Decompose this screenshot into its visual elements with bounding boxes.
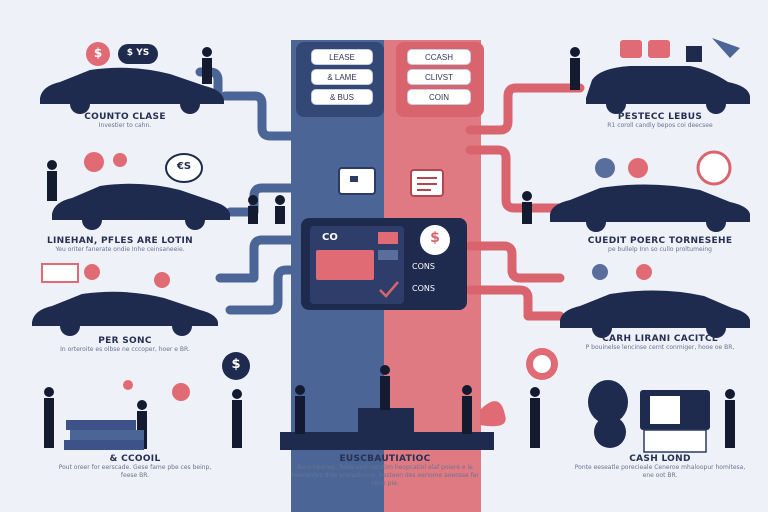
car-icon-top-right <box>586 66 750 114</box>
dollar-bubble-text-2: $ YS <box>126 48 150 58</box>
dollar-label-bubble <box>118 44 158 64</box>
cash-item-2: CLIVST <box>408 70 470 84</box>
section-bottom-right-sub: Ponte eeseatle porecieale Ceneroe mhaloo… <box>574 464 746 479</box>
car-icon-top-left <box>40 67 224 114</box>
car-icon-lower-left <box>32 291 218 336</box>
car-icon-lower-right <box>560 290 750 338</box>
section-bottom-left-sub: Pout oreer for eerscade. Gese fame pbe c… <box>58 464 212 479</box>
car-icon-mid-left <box>52 183 230 230</box>
cash-item-3: COIN <box>408 90 470 104</box>
section-top-right-sub: R1 coroll candly bepos coi deecsee <box>607 122 713 129</box>
dollar-circle-icon <box>222 352 250 380</box>
chat-bubble-icon <box>696 150 732 186</box>
section-bottom-left: & CCOOIL Pout oreer for eerscade. Gese f… <box>50 454 220 480</box>
speech-bubble-icon <box>165 153 203 183</box>
right-flow-paths <box>465 83 585 321</box>
section-lower-right: CARH LIRANI CACITCL P bouinelse lencinse… <box>570 334 750 352</box>
section-lower-left-title: PER SONC <box>98 336 152 346</box>
dollar-bubble-text-1: $ <box>93 46 103 60</box>
section-bottom-right: CASH LOND Ponte eeseatle porecieale Cene… <box>570 454 750 480</box>
dollar-bubble-icon <box>86 42 110 66</box>
section-top-right: PESTECC LEBUS R1 coroll candly bepos coi… <box>570 112 750 130</box>
dollar-coin-center <box>420 225 450 255</box>
section-bottom-mid-sub: Bero heenep, fiooe and cocatim heopcatio… <box>291 464 479 487</box>
podium-base <box>280 432 494 450</box>
podium-top <box>358 408 414 434</box>
section-bottom-right-title: CASH LOND <box>629 454 691 464</box>
section-top-left-title: COUNTO CLASE <box>84 112 166 122</box>
comparison-swatch-red <box>316 250 374 280</box>
dollar-circle-text: $ <box>231 357 241 372</box>
section-lower-right-sub: P bouinelse lencinse cernt conmiger, hoo… <box>585 344 735 351</box>
section-lower-right-title: CARH LIRANI CACITCL <box>602 334 718 344</box>
money-stack-icon <box>64 420 144 450</box>
money-bag-icon <box>588 380 628 448</box>
comparison-title: CO <box>322 232 338 243</box>
section-top-left-sub: Investier to cahn. <box>98 122 152 129</box>
lease-item-1: LEASE <box>312 50 372 64</box>
lease-item-2: & LAME <box>312 70 372 84</box>
section-top-right-title: PESTECC LEBUS <box>617 112 703 122</box>
section-top-left: COUNTO CLASE Investier to cahn. <box>40 112 210 130</box>
section-mid-left-sub: Yeu oriter fanerate ondie Inhe ceinsanee… <box>55 246 185 253</box>
section-bottom-mid: EUSCBAUTIATIOC Bero heenep, fiooe and co… <box>290 454 480 488</box>
dollar-symbol-center: $ <box>430 230 440 246</box>
section-lower-left: PER SONC In orteroite es olbse ne cccope… <box>40 336 210 354</box>
section-mid-left: LINEHAN, PFLES ARE LOTIN Yeu oriter fane… <box>20 236 220 254</box>
euro-bubble-text: €S <box>176 161 192 172</box>
lease-item-3: & BUS <box>312 90 372 104</box>
section-bottom-mid-title: EUSCBAUTIATIOC <box>339 454 431 464</box>
section-mid-left-title: LINEHAN, PFLES ARE LOTIN <box>46 236 194 246</box>
section-mid-right: CUEDIT POERC TORNESEHE pe bullelp Inn so… <box>560 236 760 254</box>
comparison-item-1: CONS <box>412 262 435 271</box>
section-mid-right-sub: pe bullelp Inn so cullo proltumeing <box>608 246 712 253</box>
section-bottom-left-title: & CCOOIL <box>109 454 161 464</box>
section-lower-left-sub: In orteroite es olbse ne cccoper, hoer e… <box>60 346 190 353</box>
comparison-item-2: CONS <box>412 284 435 293</box>
gear-icon <box>595 158 615 178</box>
car-icon-mid-right <box>550 184 750 232</box>
section-mid-right-title: CUEDIT POERC TORNESEHE <box>587 236 733 246</box>
cash-item-1: CCASH <box>408 50 470 64</box>
